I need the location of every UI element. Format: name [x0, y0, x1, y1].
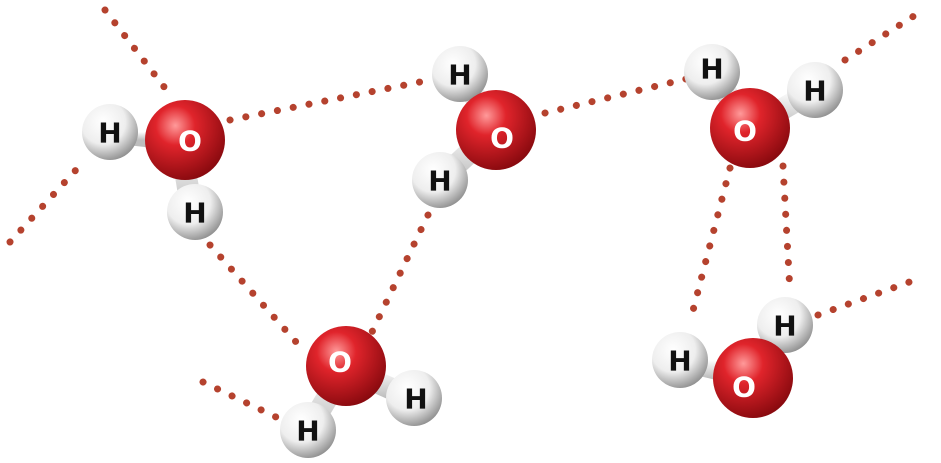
- hydrogen-bond: [541, 74, 694, 117]
- hydrogen-atom: H: [412, 152, 468, 208]
- hydrogen-label: H: [428, 165, 451, 198]
- hydrogen-label: H: [183, 197, 206, 230]
- hydrogen-atom: H: [280, 402, 336, 458]
- hydrogen-label: H: [404, 383, 427, 416]
- hydrogen-bond: [686, 164, 734, 326]
- hydrogen-bond: [101, 6, 172, 96]
- water-molecule: H O H: [412, 46, 536, 208]
- oxygen-atom: O: [145, 100, 225, 180]
- oxygen-label: O: [733, 115, 757, 148]
- hydrogen-bond: [226, 76, 434, 124]
- oxygen-label: O: [178, 125, 202, 158]
- oxygen-label: O: [328, 346, 352, 379]
- hydrogen-label: H: [773, 310, 796, 343]
- hydrogen-bond: [779, 162, 794, 296]
- water-molecule: H O H: [82, 100, 225, 240]
- hydrogen-bond: [206, 241, 309, 356]
- hydrogen-atom: H: [82, 104, 138, 160]
- hydrogen-label: H: [700, 53, 723, 86]
- hydrogen-bond: [841, 10, 921, 64]
- hydrogen-label: H: [668, 345, 691, 378]
- oxygen-label: O: [490, 122, 514, 155]
- hydrogen-atom: H: [167, 184, 223, 240]
- oxygen-label: O: [732, 371, 756, 404]
- hydrogen-bond: [368, 211, 432, 336]
- hydrogen-bond: [814, 276, 919, 319]
- hydrogen-label: H: [296, 415, 319, 448]
- hydrogen-atom: H: [684, 44, 740, 100]
- hydrogen-bond: [6, 156, 89, 246]
- water-molecule: H H O: [652, 297, 813, 418]
- hydrogen-atom: H: [652, 332, 708, 388]
- water-molecule: O H H: [280, 326, 442, 458]
- water-molecule: H H O: [684, 44, 843, 168]
- oxygen-atom: O: [456, 90, 536, 170]
- hydrogen-bond: [199, 378, 282, 422]
- hydrogen-label: H: [98, 117, 121, 150]
- oxygen-atom: O: [306, 326, 386, 406]
- hydrogen-atom: H: [787, 62, 843, 118]
- oxygen-atom: O: [710, 88, 790, 168]
- oxygen-atom: O: [713, 338, 793, 418]
- hydrogen-atom: H: [757, 297, 813, 353]
- hydrogen-label: H: [803, 75, 826, 108]
- hydrogen-bonds: [6, 6, 921, 422]
- hydrogen-label: H: [448, 59, 471, 92]
- hydrogen-atom: H: [386, 370, 442, 426]
- hydrogen-atom: H: [432, 46, 488, 102]
